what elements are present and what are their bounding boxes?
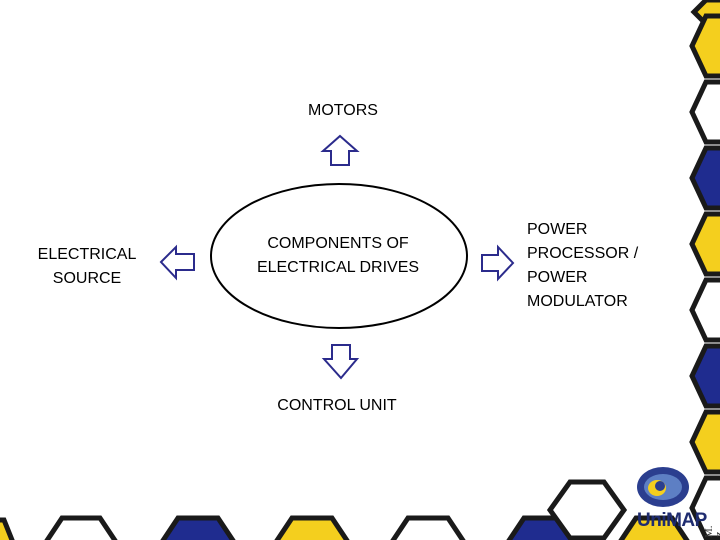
motors-label: MOTORS [308, 102, 378, 119]
hexagon-white-tile [689, 79, 720, 145]
hexagon-blue-tile [689, 145, 720, 211]
electrical-source-line2: SOURCE [52, 270, 122, 287]
hexagon-yellow-tile [689, 409, 720, 475]
author-initials: M. Z. A. [703, 525, 720, 538]
arrow-up-icon [320, 134, 360, 166]
hexagon-white-tile [689, 277, 720, 343]
unimap-logo-emblem [637, 467, 689, 507]
hexagon-yellow-tile [0, 517, 15, 540]
unimap-logo-text: UniMAP [637, 510, 707, 531]
power-processor-line1: POWER [527, 221, 588, 238]
hexagon-white-tile [390, 515, 466, 540]
control-unit-label: CONTROL UNIT [277, 397, 397, 414]
arrow-right-icon [481, 244, 515, 282]
center-label-line2: ELECTRICAL DRIVES [256, 259, 420, 276]
hexagon-white-tile [546, 479, 628, 540]
arrow-left-icon [159, 244, 195, 281]
hexagon-yellow-tile [618, 515, 690, 540]
power-processor-line3: POWER [527, 269, 588, 286]
center-label-line1: COMPONENTS OF [267, 235, 409, 252]
hexagon-yellow-tile [689, 211, 720, 277]
center-label: COMPONENTS OF ELECTRICAL DRIVES [238, 232, 438, 280]
hexagon-white-tile [44, 515, 118, 540]
center-ellipse [210, 183, 468, 329]
bottom-hex-row [0, 479, 690, 540]
power-processor-line2: PROCESSOR / [527, 245, 639, 262]
right-hex-column [689, 0, 720, 540]
hexagon-blue-tile [689, 343, 720, 409]
hexagon-blue-tile [160, 515, 236, 540]
arrow-down-icon [321, 344, 360, 380]
hexagon-yellow-tile [274, 515, 350, 540]
power-processor-line4: MODULATOR [527, 293, 628, 310]
hexagon-yellow-tile [689, 13, 720, 79]
electrical-source-line1: ELECTRICAL [37, 246, 137, 263]
power-processor-label: POWER PROCESSOR / POWER MODULATOR [527, 218, 657, 314]
electrical-source-label: ELECTRICAL SOURCE [22, 243, 152, 291]
hexagon-white-tile [689, 475, 720, 540]
